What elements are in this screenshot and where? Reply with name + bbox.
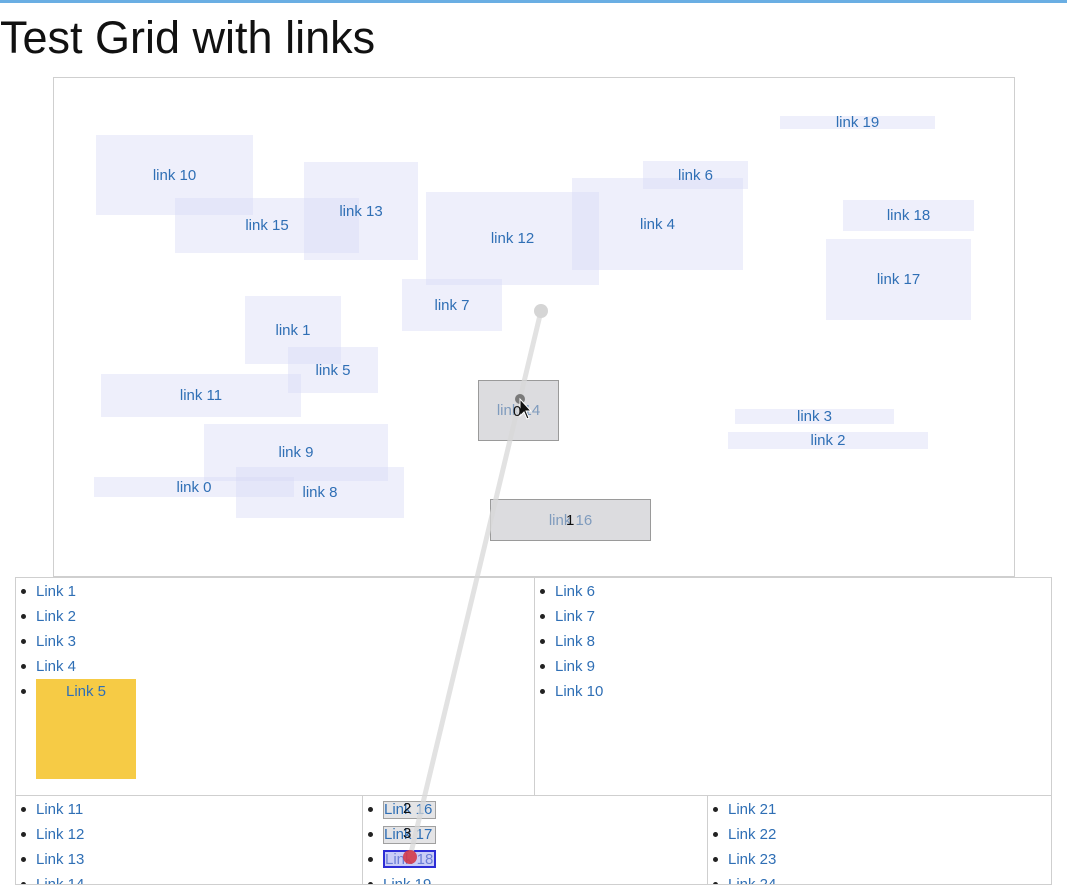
grid-link-5[interactable]: link 5 xyxy=(288,347,378,393)
list-item: Link 19 xyxy=(363,872,707,885)
grid-link-17[interactable]: link 17 xyxy=(826,239,971,320)
list-item: Link 2 xyxy=(16,604,534,629)
list-link-24[interactable]: Link 24 xyxy=(728,876,777,885)
list-link-6[interactable]: Link 6 xyxy=(555,583,596,600)
step-marker-2: 2 xyxy=(403,800,412,817)
list-item: Link 5 xyxy=(16,679,534,779)
list-item: Link 21 xyxy=(708,797,1051,822)
list-item: Link 1 xyxy=(16,579,534,604)
top-accent-bar xyxy=(0,0,1067,3)
list-link-1[interactable]: Link 1 xyxy=(36,583,77,600)
link-grid: link 10 link 15 link 13 link 12 link 4 l… xyxy=(53,77,1015,577)
step-marker-1: 1 xyxy=(566,512,575,529)
list-link-5-highlighted[interactable]: Link 5 xyxy=(36,679,136,779)
list-link-2[interactable]: Link 2 xyxy=(36,608,77,625)
grid-link-3[interactable]: link 3 xyxy=(735,408,894,425)
grid-link-10[interactable]: link 10 xyxy=(96,135,253,215)
list-item: Link 12 xyxy=(16,822,362,847)
list-link-21[interactable]: Link 21 xyxy=(728,801,777,818)
list-link-7[interactable]: Link 7 xyxy=(555,608,596,625)
grid-link-15[interactable]: link 15 xyxy=(175,198,359,253)
step-marker-0: 0 xyxy=(513,403,522,420)
grid-link-9[interactable]: link 9 xyxy=(204,424,388,481)
list-link-3[interactable]: Link 3 xyxy=(36,633,77,650)
list-item: Link 10 xyxy=(535,679,1051,704)
list-link-9[interactable]: Link 9 xyxy=(555,658,596,675)
grid-link-7[interactable]: link 7 xyxy=(402,279,502,331)
grid-link-12[interactable]: link 12 xyxy=(426,192,599,285)
list-item: Link 4 xyxy=(16,654,534,679)
grid-link-19[interactable]: link 19 xyxy=(780,114,935,131)
list-item: Link 14 xyxy=(16,872,362,885)
list-link-8[interactable]: Link 8 xyxy=(555,633,596,650)
list-section-3: Link 11 Link 12 Link 13 Link 14 xyxy=(15,795,363,885)
list-link-10[interactable]: Link 10 xyxy=(555,683,604,700)
list-item: Link 8 xyxy=(535,629,1051,654)
list-link-11[interactable]: Link 11 xyxy=(36,801,84,818)
list-link-22[interactable]: Link 22 xyxy=(728,826,777,843)
grid-link-13[interactable]: link 13 xyxy=(304,162,418,260)
list-section-2: Link 6 Link 7 Link 8 Link 9 Link 10 xyxy=(534,577,1052,796)
grid-link-18[interactable]: link 18 xyxy=(843,200,974,231)
list-item: Link 18 xyxy=(363,847,707,872)
list-link-12[interactable]: Link 12 xyxy=(36,826,85,843)
list-link-4[interactable]: Link 4 xyxy=(36,658,77,675)
grid-link-11[interactable]: link 11 xyxy=(101,374,301,417)
list-item: Link 16 xyxy=(363,797,707,822)
list-item: Link 3 xyxy=(16,629,534,654)
list-item: Link 6 xyxy=(535,579,1051,604)
grid-link-0[interactable]: link 0 xyxy=(94,477,294,497)
step-marker-3: 3 xyxy=(403,825,412,842)
list-item: Link 7 xyxy=(535,604,1051,629)
list-item: Link 13 xyxy=(16,847,362,872)
list-item: Link 9 xyxy=(535,654,1051,679)
list-section-4: Link 16 Link 17 Link 18 Link 19 xyxy=(362,795,708,885)
list-item: Link 24 xyxy=(708,872,1051,885)
list-section-1: Link 1 Link 2 Link 3 Link 4 Link 5 xyxy=(15,577,535,796)
list-link-19[interactable]: Link 19 xyxy=(383,876,432,885)
list-item: Link 22 xyxy=(708,822,1051,847)
grid-link-4[interactable]: link 4 xyxy=(572,178,743,270)
page-title: Test Grid with links xyxy=(0,12,376,63)
grid-link-6[interactable]: link 6 xyxy=(643,161,748,189)
grid-link-1[interactable]: link 1 xyxy=(245,296,341,364)
list-item: Link 17 xyxy=(363,822,707,847)
list-link-23[interactable]: Link 23 xyxy=(728,851,777,868)
list-item: Link 23 xyxy=(708,847,1051,872)
grid-link-2[interactable]: link 2 xyxy=(728,432,928,449)
list-link-14[interactable]: Link 14 xyxy=(36,876,85,885)
list-link-13[interactable]: Link 13 xyxy=(36,851,85,868)
list-link-18-active-target[interactable]: Link 18 xyxy=(383,850,436,868)
grid-link-8[interactable]: link 8 xyxy=(236,467,404,518)
list-section-5: Link 21 Link 22 Link 23 Link 24 xyxy=(707,795,1052,885)
list-item: Link 11 xyxy=(16,797,362,822)
